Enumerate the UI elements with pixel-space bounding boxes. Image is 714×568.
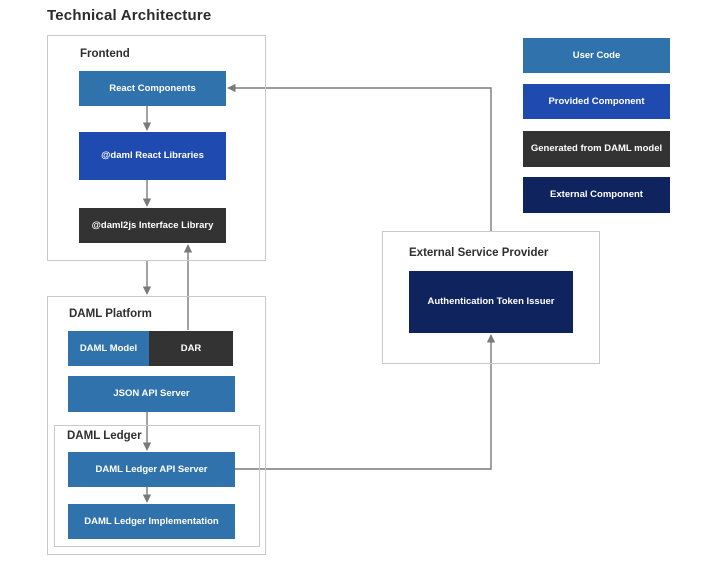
page-title: Technical Architecture	[47, 7, 212, 24]
daml-model-box: DAML Model	[68, 331, 149, 366]
legend-external-component: External Component	[523, 177, 670, 213]
arrow-external-to-react	[227, 83, 492, 231]
frontend-group	[47, 35, 266, 261]
daml-ledger-implementation-box: DAML Ledger Implementation	[68, 504, 235, 539]
daml-ledger-group	[54, 425, 260, 547]
daml-ledger-api-server-box: DAML Ledger API Server	[68, 452, 235, 487]
external-service-provider-label: External Service Provider	[409, 247, 549, 259]
json-api-server-box: JSON API Server	[68, 376, 235, 412]
daml2js-interface-library-box: @daml2js Interface Library	[79, 208, 226, 243]
frontend-label: Frontend	[80, 48, 130, 60]
legend-generated-from-daml-model: Generated from DAML model	[523, 131, 670, 167]
react-components-box: React Components	[79, 71, 226, 106]
legend-user-code: User Code	[523, 38, 670, 73]
daml-platform-group	[47, 296, 266, 555]
external-service-provider-group	[382, 231, 600, 364]
daml-platform-label: DAML Platform	[69, 308, 152, 320]
authentication-token-issuer-box: Authentication Token Issuer	[409, 271, 573, 333]
legend-provided-component: Provided Component	[523, 84, 670, 119]
daml-react-libraries-box: @daml React Libraries	[79, 132, 226, 180]
dar-box: DAR	[149, 331, 233, 366]
daml-ledger-label: DAML Ledger	[67, 430, 142, 442]
